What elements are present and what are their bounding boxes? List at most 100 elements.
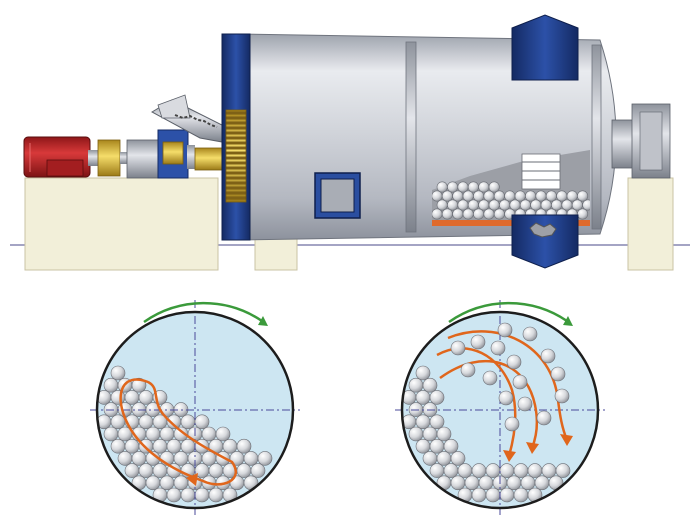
grinding-ball [561, 199, 573, 211]
grinding-ball [452, 208, 464, 220]
grinding-ball [415, 365, 431, 381]
grinding-ball [488, 181, 500, 193]
grinding-ball [535, 190, 547, 202]
grinding-ball [429, 463, 445, 478]
grinding-ball [236, 438, 252, 454]
grinding-ball [534, 475, 550, 491]
grinding-ball [452, 190, 464, 202]
grinding-ball [462, 190, 474, 202]
grinding-ball [555, 463, 571, 478]
grinding-ball [447, 181, 459, 193]
grinding-ball [124, 463, 140, 478]
flow-arrow-icon [119, 378, 238, 486]
grinding-ball [229, 475, 245, 491]
grinding-ball [541, 463, 557, 478]
grinding-ball [497, 322, 513, 338]
grinding-ball [436, 181, 448, 193]
grinding-ball [485, 463, 501, 478]
grinding-ball [530, 199, 542, 211]
grinding-ball [173, 451, 189, 466]
grinding-ball [512, 374, 528, 390]
grinding-ball [554, 388, 570, 404]
grinding-ball [103, 377, 119, 393]
rotation-arrow-head-icon [258, 316, 268, 326]
grinding-ball [471, 487, 487, 503]
grinding-ball [422, 377, 438, 393]
manhole-cover [314, 172, 361, 219]
flow-arrow-head-icon [560, 434, 573, 446]
grinding-ball [470, 334, 486, 350]
grinding-ball [566, 190, 578, 202]
grinding-ball [519, 199, 531, 211]
grinding-ball [194, 414, 210, 430]
grinding-ball [408, 426, 424, 442]
mill-section-cascading [90, 300, 300, 515]
grinding-ball [513, 463, 529, 478]
grinding-ball [483, 190, 495, 202]
grinding-ball [415, 390, 431, 405]
grinding-ball [498, 390, 514, 406]
grinding-ball [180, 414, 196, 430]
grinding-ball [478, 475, 494, 491]
grinding-ball [483, 208, 495, 220]
grinding-ball [499, 487, 515, 503]
grinding-ball [415, 414, 431, 430]
grinding-ball [485, 487, 501, 503]
discharge-housing [511, 14, 579, 269]
grinding-ball [499, 199, 511, 211]
grinding-ball [152, 463, 168, 478]
flow-arrow-head-icon [186, 473, 198, 486]
grinding-ball [513, 487, 529, 503]
trunnion-bearing-right [611, 103, 671, 179]
grinding-ball [145, 426, 161, 442]
grinding-ball [422, 451, 438, 466]
grinding-ball [145, 475, 161, 491]
shell-band-right [591, 44, 602, 230]
grinding-ball [138, 390, 154, 405]
grinding-ball [525, 190, 537, 202]
grinding-ball [194, 487, 210, 503]
mill-section-cataracting [395, 300, 605, 515]
grinding-ball [504, 416, 520, 432]
grinding-ball [493, 208, 505, 220]
grinding-ball [436, 426, 452, 442]
grinding-ball [478, 199, 490, 211]
grinding-ball [236, 463, 252, 478]
grinding-ball [432, 190, 443, 202]
grinding-ball [540, 199, 552, 211]
grinding-ball [550, 366, 566, 382]
grinding-ball [173, 475, 189, 491]
grinding-ball [422, 426, 438, 442]
grinding-ball [159, 426, 175, 442]
grinding-ball [471, 463, 487, 478]
grinding-ball [450, 340, 466, 356]
grinding-ball [571, 199, 583, 211]
grinding-ball [506, 475, 522, 491]
grinding-ball [490, 340, 506, 356]
grinding-ball [450, 451, 466, 466]
grinding-ball [520, 475, 536, 491]
motor-foundation [24, 177, 219, 271]
grinding-ball [429, 390, 445, 405]
grinding-ball [138, 414, 154, 430]
grinding-ball [441, 208, 453, 220]
grinding-ball [488, 199, 500, 211]
grinding-ball [152, 438, 168, 454]
grinding-ball [103, 426, 119, 442]
grinding-ball [536, 410, 552, 426]
grinding-ball [457, 181, 469, 193]
grinding-ball [201, 426, 217, 442]
coupling-motor [97, 139, 128, 177]
rotation-arrow-icon [143, 301, 263, 324]
grinding-ball [447, 199, 459, 211]
grinding-ball [180, 487, 196, 503]
flow-arrow-head-icon [503, 450, 516, 462]
grinding-ball [436, 451, 452, 466]
grinding-ball [208, 463, 224, 478]
grinding-ball [540, 348, 556, 364]
grinding-ball [577, 190, 589, 202]
grinding-ball [415, 438, 431, 454]
grinding-ball [208, 487, 224, 503]
grinding-ball [462, 208, 474, 220]
